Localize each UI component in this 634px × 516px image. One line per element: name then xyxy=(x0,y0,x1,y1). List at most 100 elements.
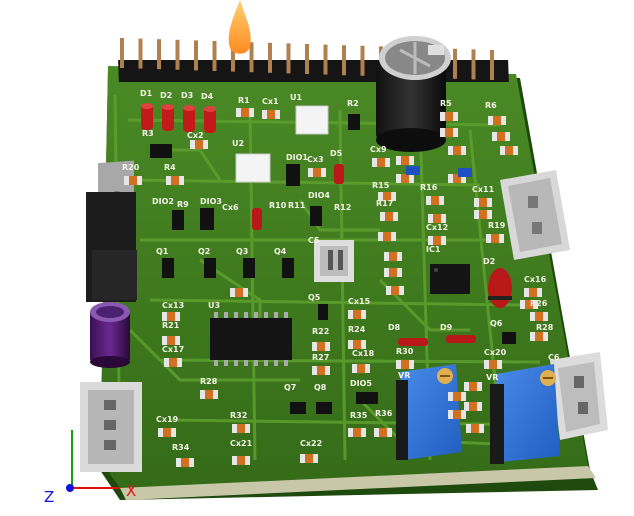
transistor xyxy=(150,144,172,158)
smd-part xyxy=(384,268,402,277)
smd-part xyxy=(158,428,176,437)
label-cx16: Cx16 xyxy=(524,275,547,284)
header-pin xyxy=(342,45,346,76)
label-r27: R27 xyxy=(312,353,329,362)
electrolytic-capacitor-purple[interactable] xyxy=(90,302,130,368)
label-r34: R34 xyxy=(172,443,190,452)
z-axis-label: Z xyxy=(44,488,54,506)
label-r16: R16 xyxy=(420,183,438,192)
smd-part xyxy=(530,312,548,321)
connector-right-top[interactable] xyxy=(500,170,570,260)
label-r22: R22 xyxy=(312,327,329,336)
smd-part xyxy=(428,214,446,223)
ic-ic1[interactable] xyxy=(430,264,470,294)
label-r20: R20 xyxy=(122,163,140,172)
led-row xyxy=(141,103,216,133)
label-r1: R1 xyxy=(238,96,250,105)
electrolytic-capacitor-large[interactable] xyxy=(376,36,451,152)
label-u2: U2 xyxy=(232,139,244,148)
header-pin xyxy=(490,50,494,80)
transistor xyxy=(172,210,184,230)
header-pin xyxy=(249,42,254,73)
smd-part xyxy=(440,112,458,121)
flame-icon xyxy=(228,0,251,54)
smd-part xyxy=(232,456,250,465)
label-cx19: Cx19 xyxy=(156,415,179,424)
label-r17: R17 xyxy=(376,199,393,208)
label-cx11: Cx11 xyxy=(472,185,495,194)
smd-part xyxy=(348,310,366,319)
smd-part xyxy=(448,174,466,183)
header-pin xyxy=(194,40,198,71)
smd-diode xyxy=(458,168,472,177)
label-u3: U3 xyxy=(208,301,220,310)
header-pin xyxy=(138,38,143,69)
smd-part xyxy=(162,312,180,321)
label-dio5: DIO5 xyxy=(350,379,372,388)
label-r21: R21 xyxy=(162,321,180,330)
transistor xyxy=(204,258,216,278)
label-q3: Q3 xyxy=(236,247,248,256)
smd-part xyxy=(300,454,318,463)
label-c5: C5 xyxy=(308,236,320,245)
label-r28: R28 xyxy=(200,377,218,386)
label-r35: R35 xyxy=(350,411,368,420)
smd-part xyxy=(520,300,538,309)
smd-part xyxy=(448,146,466,155)
transistor xyxy=(162,258,174,278)
connector-right-bottom[interactable] xyxy=(550,352,608,440)
transistor xyxy=(316,402,332,414)
label-d9: D9 xyxy=(440,323,453,332)
led xyxy=(183,106,195,132)
label-d4: D4 xyxy=(201,92,214,101)
optocoupler-u2[interactable] xyxy=(235,153,271,183)
label-r32: R32 xyxy=(230,411,247,420)
smd-part xyxy=(124,176,142,185)
label-r28b: R28 xyxy=(536,323,554,332)
label-vr1: VR xyxy=(398,371,410,380)
ic-u3[interactable] xyxy=(210,312,292,366)
smd-part xyxy=(308,168,326,177)
smd-part xyxy=(396,360,414,369)
header-pin xyxy=(231,41,235,72)
label-dio2: DIO2 xyxy=(152,197,174,206)
connector-left-bottom[interactable] xyxy=(80,382,142,472)
label-q6: Q6 xyxy=(490,319,503,328)
header-pin xyxy=(453,48,457,79)
transistor xyxy=(286,164,300,186)
label-r12: R12 xyxy=(334,203,351,212)
label-q2: Q2 xyxy=(198,247,210,256)
smd-part xyxy=(230,288,248,297)
smd-part xyxy=(464,402,482,411)
x-axis-label: X xyxy=(126,482,136,500)
label-r19: R19 xyxy=(488,221,506,230)
small-components xyxy=(150,114,516,414)
header-pin xyxy=(157,39,161,70)
smd-part xyxy=(474,210,492,219)
label-dio1: DIO1 xyxy=(286,153,308,162)
label-cx3: Cx3 xyxy=(307,155,324,164)
transistor xyxy=(502,332,516,344)
smd-part xyxy=(176,458,194,467)
label-ic1: IC1 xyxy=(426,245,441,254)
connector-c5[interactable] xyxy=(314,240,354,282)
header-pin xyxy=(471,49,476,80)
smd-part xyxy=(262,110,280,119)
smd-part xyxy=(162,336,180,345)
optocoupler-u1[interactable] xyxy=(295,105,329,135)
header-pin xyxy=(268,42,272,73)
trimmer-pot-2[interactable] xyxy=(490,364,560,464)
trimmer-pot-1[interactable] xyxy=(396,364,462,460)
smd-diode xyxy=(406,166,420,175)
diode-d2[interactable] xyxy=(488,268,512,308)
transistor xyxy=(243,258,255,278)
smd-part xyxy=(378,192,396,201)
label-c6: C6 xyxy=(548,353,560,362)
label-r6: R6 xyxy=(485,101,497,110)
voltage-regulator[interactable] xyxy=(86,160,137,302)
label-r5: R5 xyxy=(440,99,452,108)
smd-part xyxy=(380,212,398,221)
header-pin xyxy=(323,44,328,75)
smd-part xyxy=(488,116,506,125)
